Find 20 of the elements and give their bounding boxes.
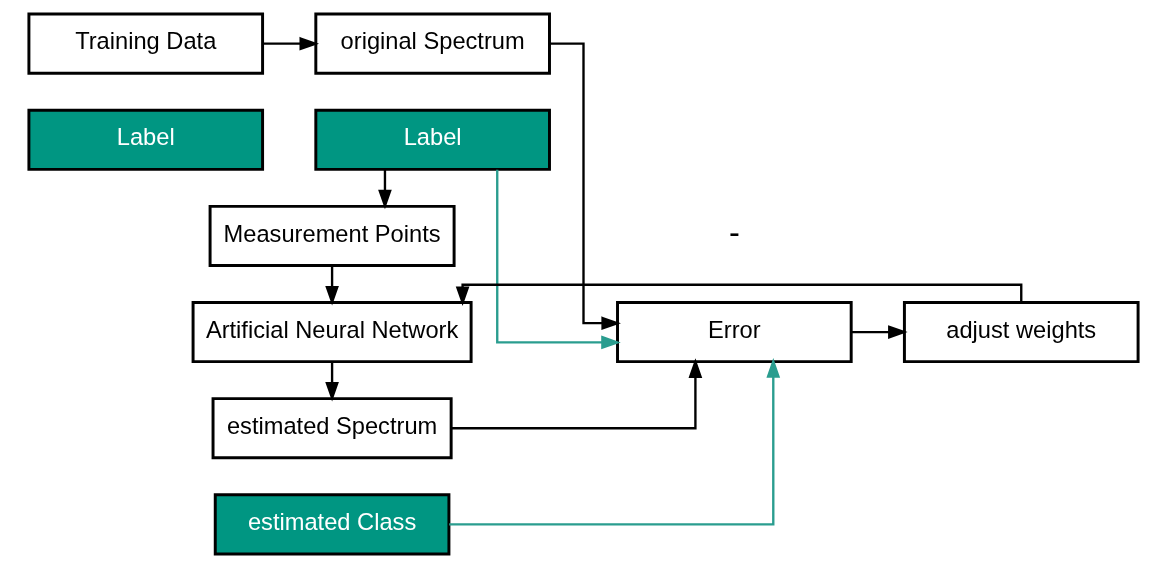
node-box: estimated Class [213,493,450,556]
node-box: Artificial Neural Network [191,301,473,364]
node-box: original Spectrum [313,12,551,75]
node-box: estimated Spectrum [211,397,453,460]
arrow [495,169,621,350]
node-box: Measurement Points [208,204,456,267]
label: - [728,215,740,252]
node-box: Error [615,301,853,364]
arrow [324,265,339,306]
node-box: Label [26,108,264,171]
arrow [448,358,780,526]
arrow [451,358,702,430]
arrow [262,36,319,51]
arrow [549,42,621,331]
arrow [850,325,908,339]
arrow [324,361,339,402]
node-box: adjust weights [902,301,1140,364]
arrow [377,169,392,210]
node-box: Label [313,108,551,171]
node-box: Training Data [26,12,264,75]
